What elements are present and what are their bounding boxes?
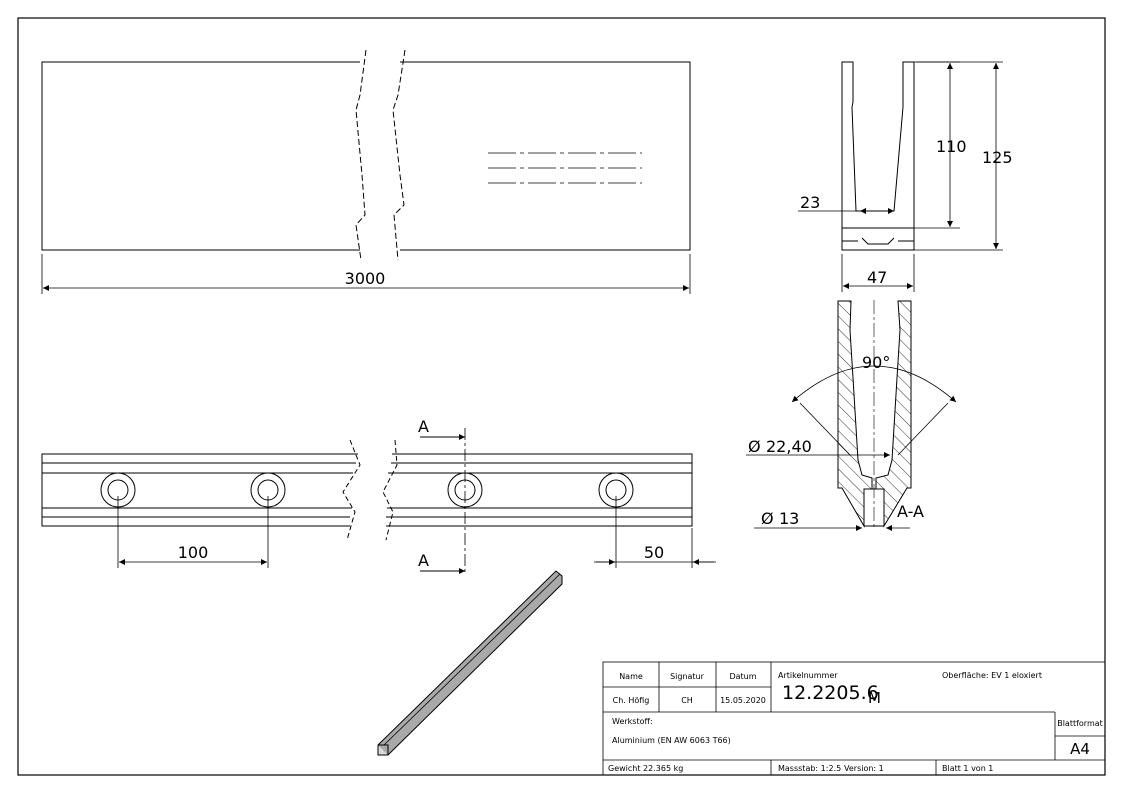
section-letter-top: A: [418, 417, 429, 436]
artikel-number: 12.2205.6: [782, 682, 879, 704]
front-view: [41, 49, 691, 294]
title-block: [602, 661, 1106, 776]
werkstoff-label: Werkstoff:: [612, 717, 653, 726]
holes: [100, 472, 634, 508]
datum-header: Datum: [729, 672, 756, 681]
artikel-label: Artikelnummer: [778, 671, 838, 680]
blattformat-value: A4: [1070, 740, 1090, 758]
name-value: Ch. Höfig: [613, 696, 650, 705]
signatur-header: Signatur: [670, 672, 705, 681]
oberflaeche-text: Oberfläche: EV 1 eloxiert: [942, 671, 1042, 680]
centerlines: [488, 152, 642, 184]
dia-large-symbol: Ø: [748, 437, 761, 456]
section-label: A-A: [897, 502, 924, 521]
angle-arc: [791, 365, 957, 403]
version-text: Version: 1: [844, 764, 884, 773]
end-view: [798, 61, 1003, 292]
massstab-text: Massstab: 1:2.5: [778, 764, 841, 773]
datum-value: 15.05.2020: [720, 696, 766, 705]
dia-small-symbol: Ø: [761, 509, 774, 528]
height-inner-label: 110: [936, 137, 967, 156]
artikel-suffix: M: [868, 689, 881, 707]
blatt-text: Blatt 1 von 1: [942, 764, 993, 773]
dia-small-label: 13: [779, 509, 799, 528]
section-a-a: [746, 300, 957, 531]
section-letter-bottom: A: [418, 551, 429, 570]
inner-width-label: 23: [800, 193, 820, 212]
blattformat-label: Blattformat: [1057, 719, 1103, 728]
dia-large-label: 22,40: [766, 437, 812, 456]
signatur-value: CH: [681, 696, 693, 705]
name-header: Name: [619, 672, 643, 681]
top-view: [41, 428, 716, 575]
sheet-border: [17, 17, 1106, 776]
height-outer-label: 125: [982, 148, 1013, 167]
isometric-view: [377, 570, 563, 756]
hole-spacing-label: 100: [178, 543, 209, 562]
outer-width-label: 47: [867, 268, 887, 287]
end-offset-label: 50: [644, 543, 664, 562]
gewicht-text: Gewicht 22.365 kg: [608, 764, 683, 773]
length-dimension-label: 3000: [345, 269, 386, 288]
werkstoff-value: Aluminium (EN AW 6063 T66): [612, 736, 731, 745]
angle-label: 90°: [862, 353, 890, 372]
